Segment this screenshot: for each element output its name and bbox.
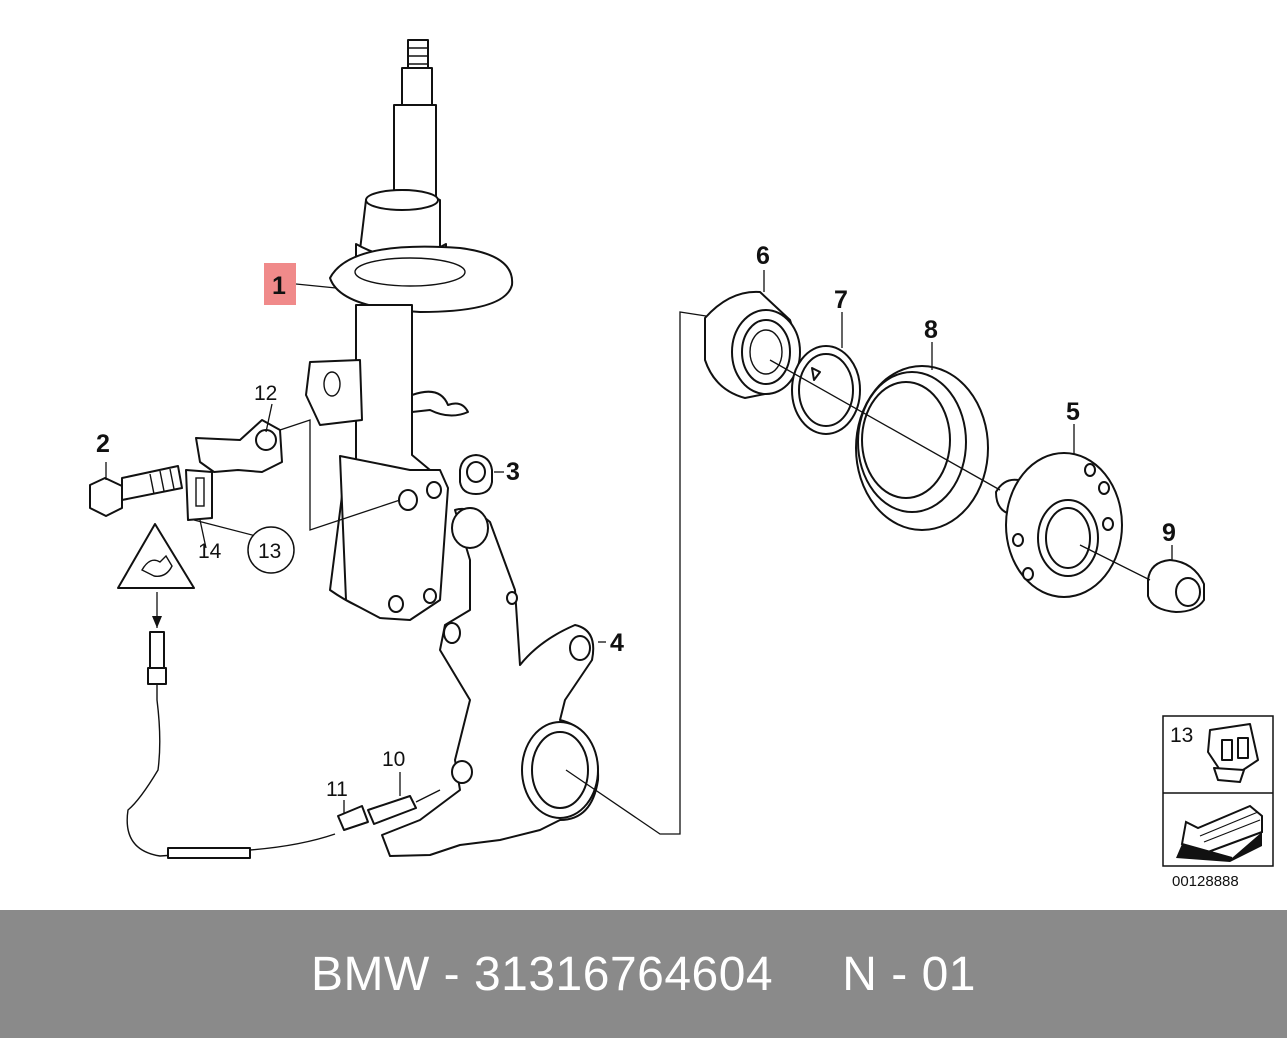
protection-plate	[855, 365, 989, 531]
callout-6: 6	[756, 242, 770, 270]
callout-14: 14	[198, 540, 222, 563]
part-number-footer: BMW - 31316764604 N - 01	[0, 910, 1287, 1038]
callout-4: 4	[610, 629, 624, 657]
leader-lines	[105, 270, 1173, 835]
callout-1: 1	[272, 272, 286, 300]
callout-labels: 1 2 3 4 5 6 7 8 9 10 11 12 13 14	[96, 242, 1176, 801]
bolt	[89, 465, 183, 517]
detail-inset: 13 00128888	[1162, 715, 1274, 890]
callout-1-highlight	[264, 263, 296, 305]
reference-number: 00128888	[1172, 873, 1239, 890]
collar-nut	[1147, 559, 1205, 613]
sensor-bracket	[185, 419, 283, 521]
callout-13: 13	[258, 540, 281, 563]
back-arrow-icon	[1176, 804, 1263, 862]
clip-icon	[1207, 723, 1259, 783]
parts-diagram: 1 2 3 4 5 6 7 8 9 10 11 12 13 14 13 001	[89, 39, 1274, 890]
shock-absorber-strut	[305, 39, 514, 621]
callout-8: 8	[924, 316, 938, 344]
inset-label: 13	[1170, 724, 1193, 747]
circlip	[791, 345, 861, 435]
callout-9: 9	[1162, 519, 1176, 547]
part-number-text: BMW - 31316764604 N - 01	[311, 947, 976, 1001]
wheel-hub	[995, 452, 1123, 598]
callout-7: 7	[834, 286, 848, 314]
callout-10: 10	[382, 748, 405, 771]
nut	[459, 454, 493, 495]
callout-11: 11	[326, 778, 348, 801]
wheel-bearing	[704, 290, 801, 399]
callout-2: 2	[96, 430, 110, 458]
callout-3: 3	[506, 458, 520, 486]
warning-triangle-icon	[117, 523, 195, 628]
wheel-speed-sensor	[126, 631, 441, 859]
callout-5: 5	[1066, 398, 1080, 426]
steering-knuckle	[381, 507, 600, 857]
callout-12: 12	[254, 382, 277, 405]
callout-13-circle	[247, 526, 295, 574]
